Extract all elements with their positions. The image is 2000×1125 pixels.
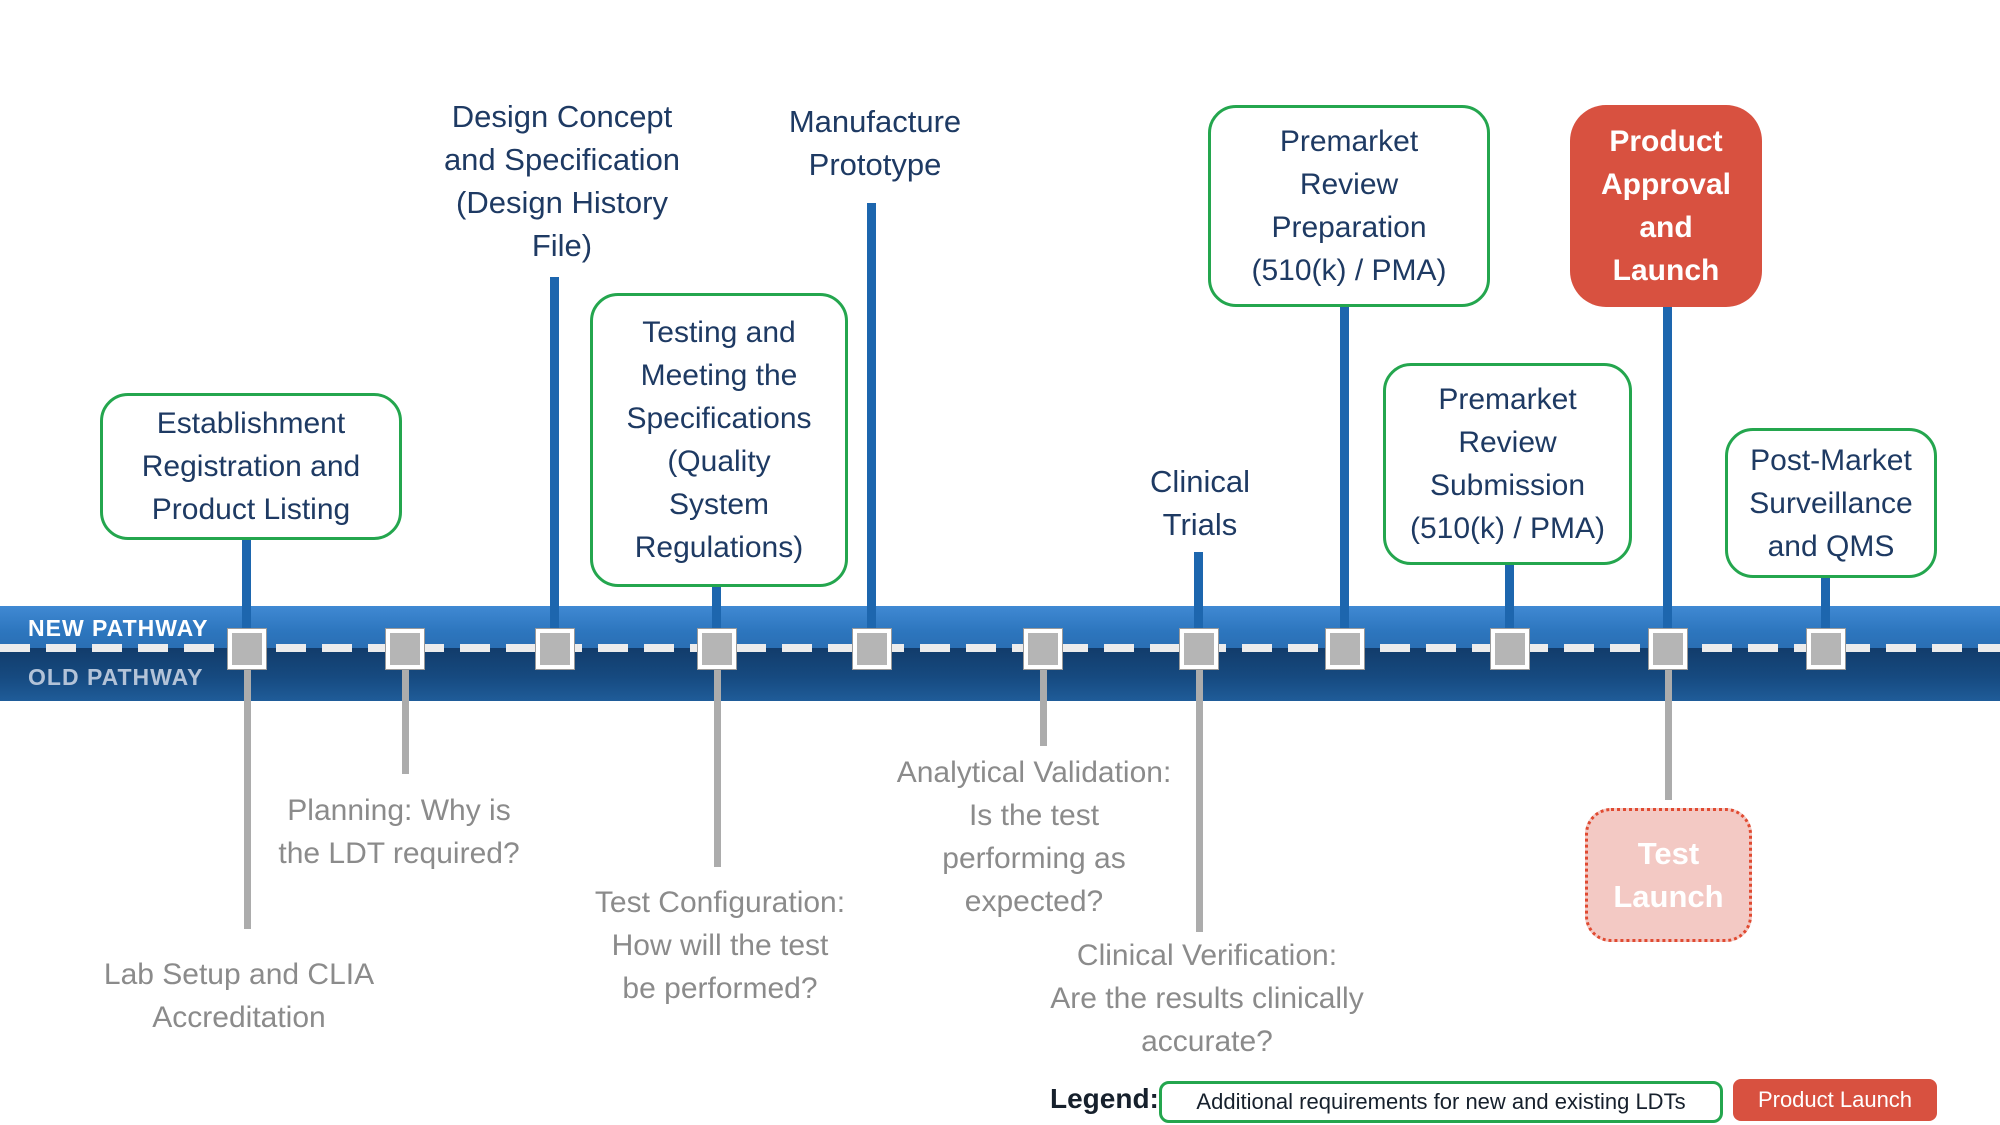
connector-planning	[402, 648, 409, 774]
connector-analytical-validation	[1040, 648, 1047, 746]
timeline-band-old-pathway	[0, 648, 2000, 701]
stage-testing-specifications: Testing and Meeting the Specifications (…	[590, 293, 848, 587]
stage-clinical-verification: Clinical Verification: Are the results c…	[1050, 939, 1364, 1058]
timeline-marker	[228, 629, 266, 669]
stage-post-market-surveillance: Post-Market Surveillance and QMS	[1725, 428, 1937, 578]
connector-design-concept	[550, 277, 559, 648]
timeline-dashed-divider	[0, 644, 2000, 652]
connector-clinical-verification	[1196, 648, 1203, 932]
timeline-marker	[1326, 629, 1364, 669]
connector-lab-setup	[244, 648, 251, 929]
timeline-marker	[1180, 629, 1218, 669]
new-pathway-label: NEW PATHWAY	[28, 615, 209, 641]
connector-post-market	[1821, 578, 1830, 648]
stage-manufacture-prototype: Manufacture Prototype	[788, 104, 962, 182]
connector-product-approval	[1663, 307, 1672, 648]
legend-additional-requirements: Additional requirements for new and exis…	[1159, 1081, 1723, 1123]
stage-planning: Planning: Why is the LDT required?	[278, 794, 520, 870]
connector-test-launch	[1665, 648, 1672, 800]
connector-premarket-preparation	[1340, 307, 1349, 648]
stage-establishment-registration: Establishment Registration and Product L…	[100, 393, 402, 540]
stage-lab-setup-clia: Lab Setup and CLIA Accreditation	[103, 958, 375, 1034]
stage-premarket-review-submission: Premarket Review Submission (510(k) / PM…	[1383, 363, 1632, 565]
stage-clinical-trials: Clinical Trials	[1150, 464, 1250, 542]
stage-analytical-validation: Analytical Validation: Is the test perfo…	[896, 756, 1172, 918]
connector-establishment	[242, 540, 251, 648]
stage-test-configuration: Test Configuration: How will the test be…	[594, 886, 846, 1005]
connector-test-configuration	[714, 648, 721, 867]
legend-product-launch: Product Launch	[1733, 1079, 1937, 1121]
timeline-marker	[386, 629, 424, 669]
timeline-marker	[1024, 629, 1062, 669]
timeline-band-new-pathway	[0, 606, 2000, 648]
legend-label: Legend:	[1050, 1083, 1159, 1114]
stage-test-launch: Test Launch	[1585, 808, 1752, 942]
timeline-marker	[536, 629, 574, 669]
timeline-marker	[1649, 629, 1687, 669]
stage-design-concept: Design Concept and Specification (Design…	[443, 99, 681, 263]
timeline-marker	[853, 629, 891, 669]
stage-premarket-review-preparation: Premarket Review Preparation (510(k) / P…	[1208, 105, 1490, 307]
connector-manufacture-prototype	[867, 203, 876, 648]
connector-clinical-trials	[1194, 552, 1203, 648]
connector-premarket-submission	[1505, 565, 1514, 648]
timeline-marker	[698, 629, 736, 669]
timeline-marker	[1807, 629, 1845, 669]
connector-testing-specifications	[712, 587, 721, 648]
stage-product-approval-launch: Product Approval and Launch	[1570, 105, 1762, 307]
timeline-marker	[1491, 629, 1529, 669]
old-pathway-label: OLD PATHWAY	[28, 664, 204, 690]
